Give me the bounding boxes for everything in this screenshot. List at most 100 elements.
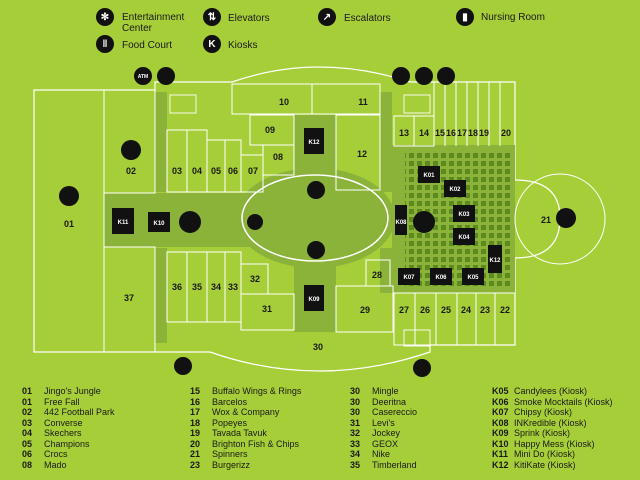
legend-food: Food Court — [122, 40, 173, 51]
legend-nursing: Nursing Room — [481, 12, 545, 23]
carousel-icon: ✻ — [96, 8, 114, 26]
shop-30: 30 — [313, 342, 323, 352]
kiosk-k12-top: K12 — [308, 140, 320, 146]
shop-32: 32 — [250, 274, 260, 284]
shop-19: 19 — [479, 128, 489, 138]
kiosk-k01: K01 — [423, 173, 435, 179]
kiosks — [112, 128, 502, 311]
kiosk-k-icon: K — [203, 35, 221, 53]
shop-11: 11 — [358, 97, 368, 107]
kiosk-k12-side: K12 — [489, 258, 501, 264]
shop-05: 05 — [211, 166, 221, 176]
shop-34: 34 — [211, 282, 221, 292]
shop-36: 36 — [172, 282, 182, 292]
shop-29: 29 — [360, 305, 370, 315]
kiosk-k04: K04 — [458, 235, 470, 241]
kiosk-k02: K02 — [449, 187, 461, 193]
kiosk-k03: K03 — [458, 212, 470, 218]
shop-25: 25 — [441, 305, 451, 315]
shop-07: 07 — [248, 166, 258, 176]
legend-elevators: Elevators — [228, 13, 270, 24]
shop-28: 28 — [372, 270, 382, 280]
shop-15: 15 — [435, 128, 445, 138]
shop-16: 16 — [446, 128, 456, 138]
shop-27: 27 — [399, 305, 409, 315]
shop-13: 13 — [399, 128, 409, 138]
shop-20: 20 — [501, 128, 511, 138]
kiosk-k10: K10 — [153, 221, 165, 227]
shop-12: 12 — [357, 149, 367, 159]
kiosk-k06: K06 — [435, 275, 447, 281]
escalator-icon: ↗ — [318, 8, 336, 26]
fork-knife-icon: ‖ — [96, 35, 114, 53]
shop-24: 24 — [461, 305, 471, 315]
kiosk-k11: K11 — [118, 220, 129, 226]
shop-33: 33 — [228, 282, 238, 292]
shop-01: 01 — [64, 219, 74, 229]
shop-06: 06 — [228, 166, 238, 176]
elevator-icon: ⇅ — [203, 8, 221, 26]
kiosk-k05: K05 — [467, 275, 479, 281]
service-icons — [59, 67, 576, 377]
shop-23: 23 — [480, 305, 490, 315]
shop-10: 10 — [279, 97, 289, 107]
stairs — [169, 94, 431, 347]
shop-21: 21 — [541, 215, 551, 225]
shop-22: 22 — [500, 305, 510, 315]
shop-18: 18 — [468, 128, 478, 138]
shop-03: 03 — [172, 166, 182, 176]
atrium — [241, 174, 389, 262]
atm-icon: ATM — [138, 74, 148, 80]
baby-bottle-icon: ▮ — [456, 8, 474, 26]
kiosk-k07: K07 — [403, 275, 415, 281]
kiosk-k09: K09 — [308, 297, 320, 303]
shop-35: 35 — [192, 282, 202, 292]
shop-09: 09 — [265, 125, 275, 135]
shop-14: 14 — [419, 128, 429, 138]
kiosk-k08: K08 — [395, 220, 407, 226]
shop-37: 37 — [124, 293, 134, 303]
legend-entertainment: Entertainment Center — [122, 12, 185, 34]
legend-escalators: Escalators — [344, 13, 391, 24]
shop-04: 04 — [192, 166, 202, 176]
shop-26: 26 — [420, 305, 430, 315]
shop-02: 02 — [126, 166, 136, 176]
shop-31: 31 — [262, 304, 272, 314]
shop-08: 08 — [273, 152, 283, 162]
